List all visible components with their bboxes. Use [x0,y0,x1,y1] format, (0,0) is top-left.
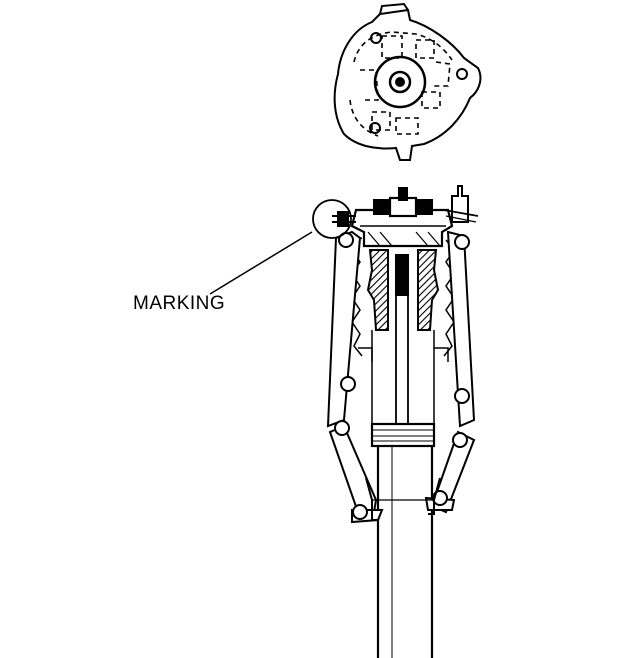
marking-label: MARKING [133,293,226,314]
leader-line [209,231,313,295]
mount-boss-outer [373,55,427,109]
mount-plate-top-view [333,2,482,161]
mount-boss-inner [388,70,412,94]
compressor-pin [454,388,470,404]
mount-hole [370,32,382,44]
compressor-pin [452,432,468,448]
compressor-pin [334,420,350,436]
lower-spring-seat [365,477,441,521]
mount-plate-outline [333,8,482,161]
strut-side-view [332,185,479,658]
damper-band [370,422,436,448]
spring-compressor-right-arm [424,230,476,514]
spring-compressor-left-arm [326,230,384,524]
marking-callout [209,199,352,295]
marking-highlight-circle [312,199,352,239]
compressor-pin [340,376,356,392]
bump-stop [366,249,389,331]
mount-hole [369,122,381,134]
mount-hole [456,68,468,80]
compressor-pin [454,234,470,250]
compressor-pin [352,504,368,520]
upper-mount [350,208,454,248]
mount-stud [451,185,469,223]
strut-body-tube [376,440,434,658]
